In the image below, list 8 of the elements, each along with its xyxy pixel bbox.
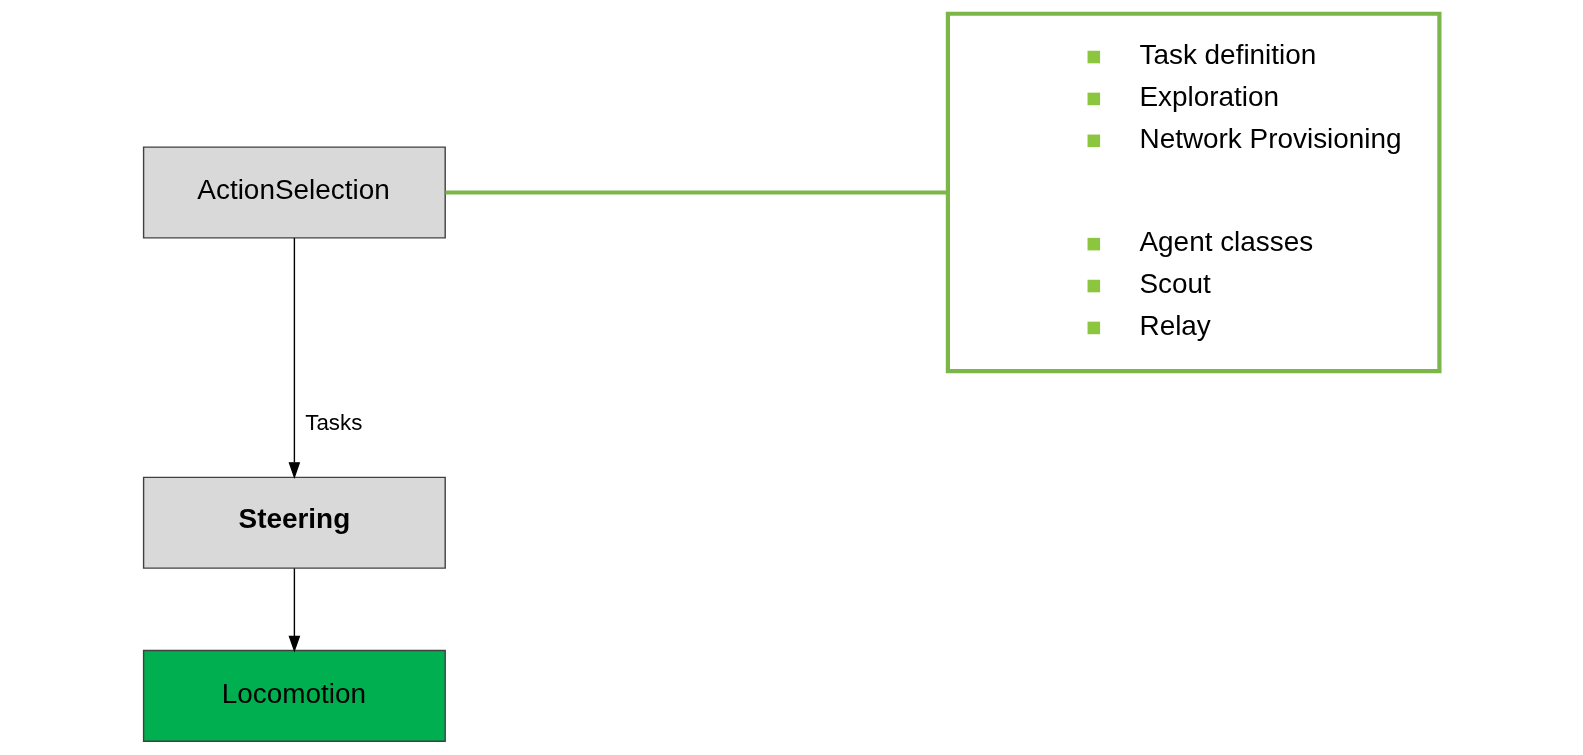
edge-label: Tasks (305, 409, 363, 435)
node-box: Steering (142, 476, 446, 569)
arrow (288, 237, 301, 479)
connector (445, 190, 948, 195)
node-box: Task definition Exploration Network Provisioning Agent classes Scout Relay (945, 11, 1442, 374)
node-box: ActionSelection (142, 146, 446, 239)
node-box: Locomotion (142, 649, 446, 742)
arrow (288, 567, 301, 653)
